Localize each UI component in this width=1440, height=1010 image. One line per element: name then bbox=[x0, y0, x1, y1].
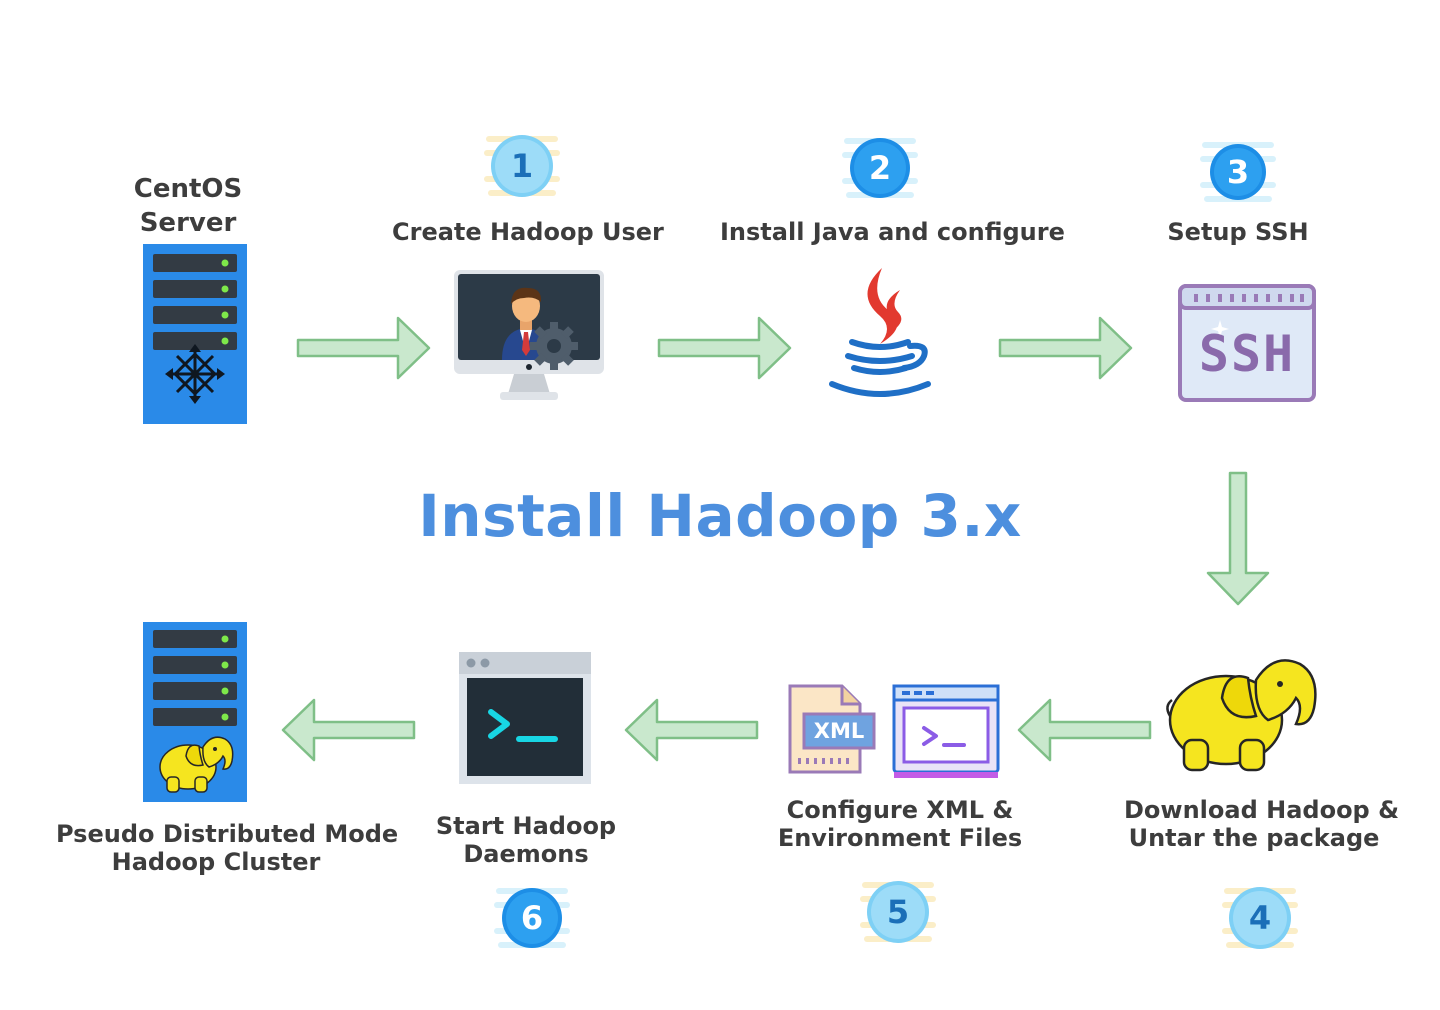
step2-badge: 2 bbox=[840, 128, 920, 208]
step3-label-text: Setup SSH bbox=[1167, 218, 1309, 246]
java-icon bbox=[829, 268, 931, 397]
arrow-step5-to-step6 bbox=[624, 698, 759, 762]
step3-number: 3 bbox=[1226, 153, 1250, 191]
step6-label-line2: Daemons bbox=[463, 840, 589, 868]
cluster-label: Pseudo Distributed Mode Hadoop Cluster bbox=[56, 820, 399, 876]
arrow-step2-to-step3 bbox=[998, 316, 1133, 380]
step5-label-line2: Environment Files bbox=[777, 824, 1023, 852]
step3-label: Setup SSH bbox=[1138, 218, 1338, 246]
arrow-step4-to-step5 bbox=[1017, 698, 1152, 762]
step5-badge: 5 bbox=[858, 872, 938, 952]
step4-label-line1: Download Hadoop & bbox=[1124, 796, 1400, 824]
step5-number: 5 bbox=[886, 893, 910, 931]
terminal-window-icon bbox=[892, 684, 1000, 778]
centos-label-line1: CentOS bbox=[133, 174, 243, 204]
step1-number: 1 bbox=[510, 147, 534, 185]
step3-badge: 3 bbox=[1198, 132, 1278, 212]
step4-label: Download Hadoop & Untar the package bbox=[1124, 796, 1400, 852]
step5-label: Configure XML & Environment Files bbox=[770, 796, 1030, 852]
console-icon bbox=[459, 652, 591, 784]
xml-icon-text: XML bbox=[813, 719, 865, 743]
arrow-step6-to-cluster bbox=[281, 698, 416, 762]
step4-label-line2: Untar the package bbox=[1128, 824, 1380, 852]
arrow-step1-to-step2 bbox=[657, 316, 792, 380]
step6-badge: 6 bbox=[492, 878, 572, 958]
ssh-window-icon: SSH bbox=[1178, 284, 1316, 402]
centos-server-label: CentOS Server bbox=[118, 172, 258, 240]
step2-label: Install Java and configure bbox=[720, 218, 1065, 246]
step4-badge: 4 bbox=[1220, 878, 1300, 958]
arrow-step3-to-step4 bbox=[1206, 471, 1270, 606]
hadoop-cluster-server-icon bbox=[143, 622, 247, 802]
step1-badge: 1 bbox=[482, 126, 562, 206]
arrow-centos-to-step1 bbox=[296, 316, 431, 380]
step6-label-line1: Start Hadoop bbox=[435, 812, 617, 840]
step2-label-text: Install Java and configure bbox=[720, 218, 1065, 246]
ssh-icon-text: SSH bbox=[1198, 325, 1296, 383]
step4-number: 4 bbox=[1248, 899, 1272, 937]
step2-number: 2 bbox=[868, 149, 892, 187]
cluster-label-line2: Hadoop Cluster bbox=[111, 848, 321, 876]
centos-label-line2: Server bbox=[139, 208, 237, 238]
hadoop-elephant-icon bbox=[1166, 659, 1317, 772]
centos-server-icon bbox=[143, 244, 247, 424]
step5-label-line1: Configure XML & bbox=[786, 796, 1014, 824]
step1-label: Create Hadoop User bbox=[392, 218, 664, 246]
step1-label-text: Create Hadoop User bbox=[392, 218, 664, 246]
step6-label: Start Hadoop Daemons bbox=[426, 812, 626, 868]
diagram-title: Install Hadoop 3.x bbox=[418, 482, 1022, 550]
hadoop-user-monitor-icon bbox=[454, 270, 604, 400]
xml-file-icon: XML bbox=[786, 684, 878, 776]
step6-number: 6 bbox=[520, 899, 544, 937]
cluster-label-line1: Pseudo Distributed Mode bbox=[56, 820, 399, 848]
